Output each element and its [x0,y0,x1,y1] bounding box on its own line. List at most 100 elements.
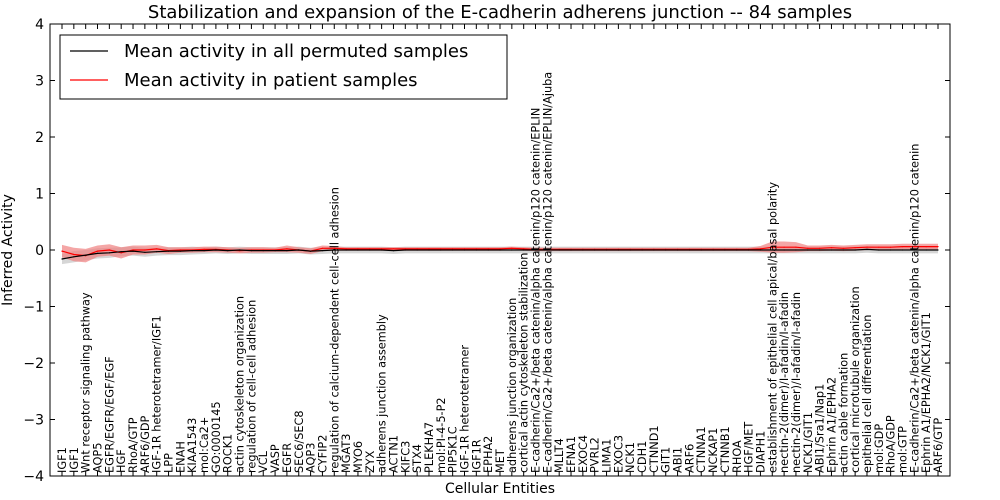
series-point-patient [108,249,110,251]
x-tick-label: LIMA1 [601,439,614,473]
x-tick-label: mol:GTP [897,426,910,473]
series-point-permuted [440,249,442,251]
series-point-patient [925,246,927,248]
series-point-permuted [85,254,87,256]
x-tick-label: MGAT3 [340,434,353,473]
series-point-permuted [369,249,371,251]
series-point-patient [96,250,99,252]
x-axis-label: Cellular Entities [445,481,555,497]
x-tick-label: ABI1 [672,447,685,473]
series-point-permuted [227,250,229,252]
series-point-permuted [783,249,785,251]
x-tick-label: HGF/MET [743,422,756,473]
series-point-patient [854,247,856,249]
series-point-permuted [534,249,537,251]
series-point-patient [771,246,773,248]
x-tick-label: ARF6/GTP [932,418,945,473]
series-point-patient [428,248,430,250]
series-point-permuted [748,249,750,251]
series-point-patient [890,246,892,248]
series-point-permuted [416,249,418,251]
x-tick-label: ACTN1 [388,435,401,473]
series-point-permuted [605,249,608,251]
series-point-permuted [665,249,667,251]
x-tick-label: ROCK1 [222,434,235,473]
series-point-permuted [913,249,915,251]
series-point-permuted [392,250,395,252]
x-tick-label: regulation of cell-cell adhesion [245,300,258,473]
x-tick-label: PVRL2 [589,437,602,473]
series-point-permuted [700,249,702,251]
series-point-permuted [404,249,406,251]
series-point-permuted [333,249,335,251]
series-point-patient [203,248,205,250]
x-tick-label: EXOC3 [612,435,625,473]
x-tick-label: mol:Ca2+ [198,417,211,473]
x-tick-label: mol:PI-4-5-P2 [435,397,448,473]
series-point-permuted [925,249,927,251]
series-point-permuted [499,249,501,251]
legend-label-patient: Mean activity in patient samples [124,70,418,91]
x-tick-label: cortical microtubule organization [849,286,862,473]
series-point-patient [487,248,489,250]
x-tick-label: Wnt receptor signaling pathway [80,292,93,473]
series-point-permuted [795,249,797,251]
series-point-permuted [475,249,477,251]
series-point-permuted [274,250,276,252]
series-point-patient [901,246,904,248]
series-point-patient [61,250,63,252]
x-tick-label: MET [494,449,507,473]
x-tick-label: MLLT4 [553,438,566,473]
series-point-permuted [878,249,880,251]
y-tick-label: −2 [23,356,44,372]
x-tick-label: Ephrin A1/EPHA2/NCK1/GIT1 [920,312,933,473]
x-tick-label: AQP5 [92,443,105,473]
series-point-patient [795,246,797,248]
series-point-patient [452,248,454,250]
series-point-patient [937,246,939,248]
series-point-permuted [310,250,312,252]
series-point-patient [842,247,844,249]
series-point-permuted [321,250,323,252]
x-tick-label: KIFC3 [399,441,412,473]
series-point-permuted [582,249,584,251]
series-point-patient [830,247,833,249]
series-point-patient [333,247,335,249]
series-point-permuted [594,249,596,251]
y-tick-label: 3 [35,74,44,90]
x-tick-label: VCL [257,450,270,473]
series-point-permuted [641,249,643,251]
series-point-permuted [250,250,252,252]
series-point-permuted [203,250,205,252]
x-tick-label: CTNNB1 [719,426,732,473]
series-point-permuted [736,249,738,251]
series-point-permuted [345,249,347,251]
x-tick-label: PIP5K1C [447,426,460,473]
series-point-permuted [819,249,821,251]
series-point-permuted [428,249,430,251]
x-tick-label: ARF6 [683,444,696,473]
x-tick-label: mol:GDP [873,424,886,473]
series-point-patient [475,248,477,250]
x-tick-label: SEC6/SEC8 [293,410,306,473]
x-tick-label: IGF-1R heterotetramer/IGF1 [151,315,164,473]
x-tick-label: PLEKHA7 [423,422,436,473]
series-band-patient [62,241,938,263]
series-point-patient [416,248,418,250]
series-point-permuted [842,249,844,251]
plot-bands [62,241,938,265]
x-tick-label: establishment of epithelial cell apical/… [766,182,779,473]
x-tick-label: IGF-1R heterotetramer [459,345,472,473]
series-point-patient [404,248,406,250]
x-tick-label: KIAA1543 [186,418,199,473]
series-point-permuted [617,249,620,251]
y-axis-label: Inferred Activity [0,194,16,306]
series-point-permuted [712,249,714,251]
x-tick-label: regulation of calcium-dependent cell-cel… [328,187,341,473]
x-tick-label: adherens junction organization [506,298,519,473]
x-tick-label: NCKAP1 [707,428,720,473]
x-tick-label: E-cadherin/Ca2+/beta catenin/alpha caten… [908,144,921,473]
series-point-permuted [144,251,146,253]
